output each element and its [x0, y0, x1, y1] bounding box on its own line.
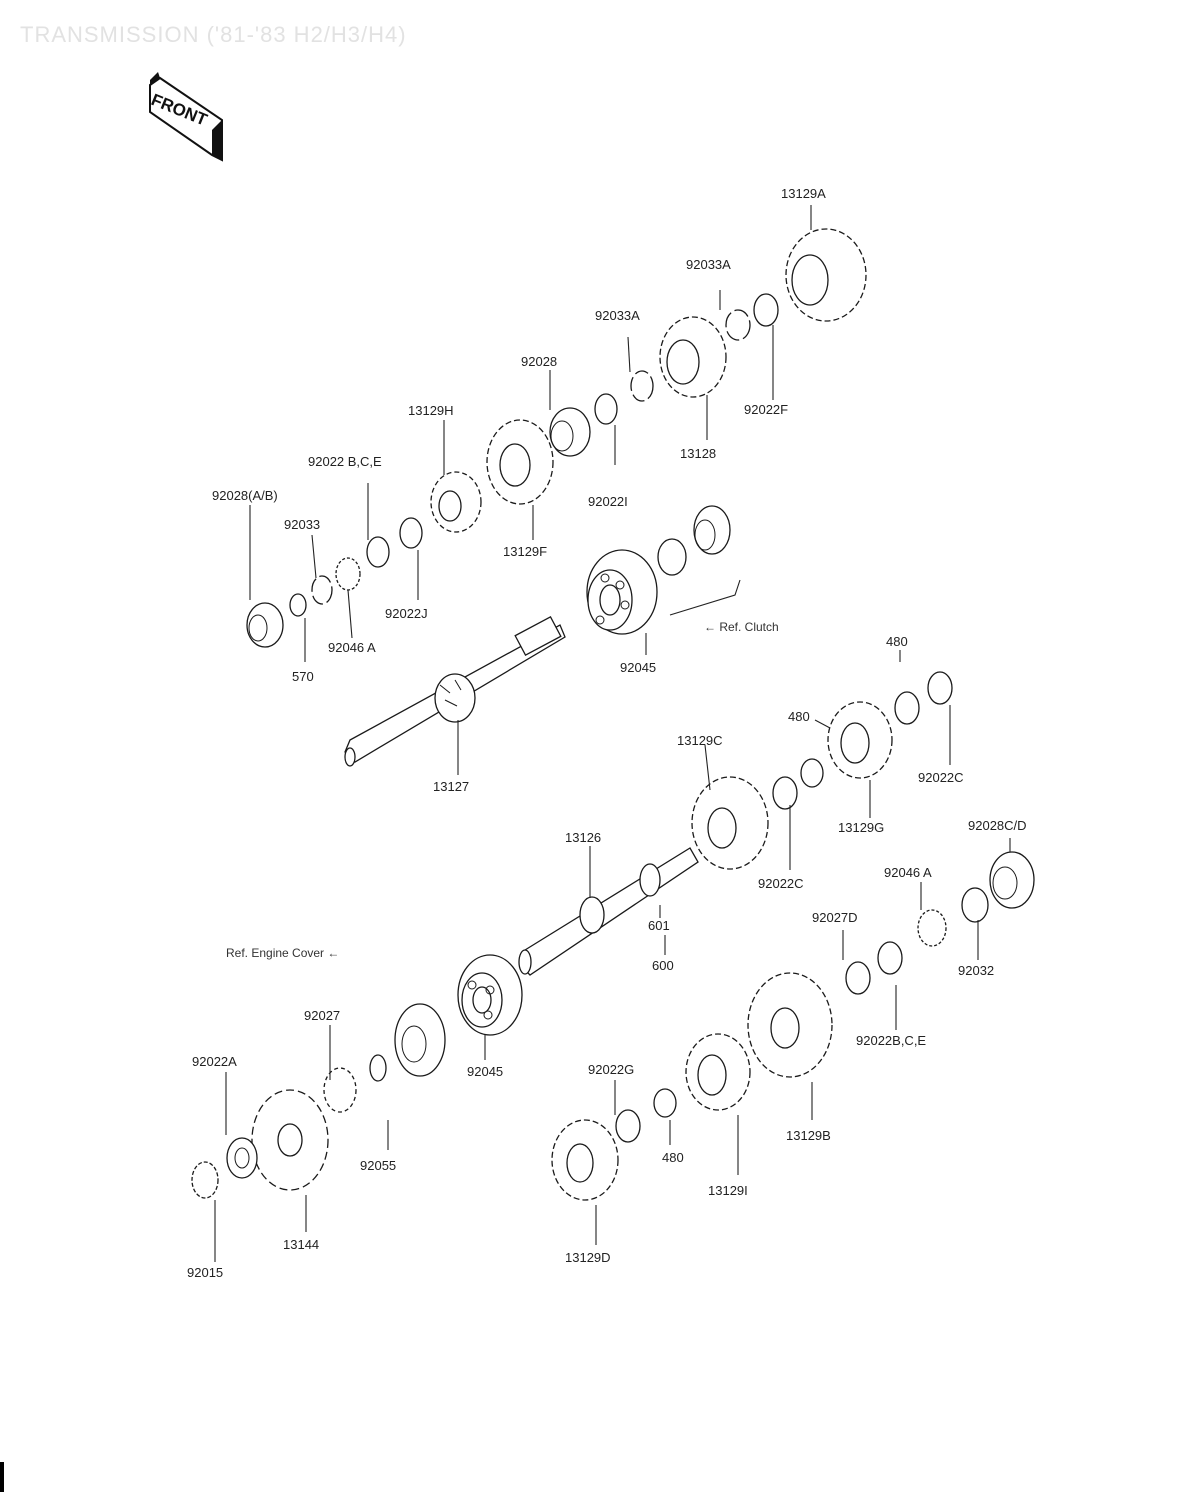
front-badge: FRONT [149, 72, 223, 162]
o-ring-92055 [369, 1054, 387, 1082]
label-13128: 13128 [680, 446, 716, 461]
part-labels: 13129A 92033A 92033A 92022F 13128 92028 … [187, 186, 1027, 1280]
clutch-reference-line [669, 579, 741, 616]
label-13129C: 13129C [677, 733, 723, 748]
label-13129G: 13129G [838, 820, 884, 835]
nut-92015 [191, 1161, 219, 1199]
circlip-92033A-b [630, 370, 654, 402]
drive-shaft-13127 [344, 616, 566, 767]
label-92028: 92028 [521, 354, 557, 369]
washer-92022C-a [772, 776, 798, 810]
circlip-92033 [311, 575, 333, 605]
collar-92032 [961, 887, 989, 923]
gear-13129D [551, 1119, 619, 1201]
circlip-92033A-a [725, 309, 751, 341]
gear-13129G [827, 701, 893, 779]
collar-92027 [323, 1067, 357, 1113]
label-13129F: 13129F [503, 544, 547, 559]
label-92022I: 92022I [588, 494, 628, 509]
label-13129H: 13129H [408, 403, 454, 418]
needle-bearing-92046A-upper [335, 557, 361, 591]
label-92055: 92055 [360, 1158, 396, 1173]
needle-bearing-92046A-lower [917, 909, 947, 947]
sprocket-13144 [251, 1089, 329, 1191]
bushing-92028 [549, 407, 591, 457]
washer-570 [289, 593, 307, 617]
washer-92022J [399, 517, 423, 549]
label-480-a: 480 [886, 634, 908, 649]
label-13127: 13127 [433, 779, 469, 794]
bearing-92045-upper [586, 505, 731, 635]
gear-13129A [785, 228, 867, 322]
label-92033A-b: 92033A [595, 308, 640, 323]
collar-92028CD [989, 851, 1035, 909]
label-92022BCE-lower: 92022B,C,E [856, 1033, 926, 1048]
label-92033A-a: 92033A [686, 257, 731, 272]
washer-92022I [594, 393, 618, 425]
label-601: 601 [648, 918, 670, 933]
label-92046A-upper: 92046 A [328, 640, 376, 655]
oil-seal [394, 1003, 446, 1077]
washer-92022F [753, 293, 779, 327]
label-92032: 92032 [958, 963, 994, 978]
label-13129A: 13129A [781, 186, 826, 201]
collar-92028AB [246, 602, 284, 648]
label-92022J: 92022J [385, 606, 428, 621]
gear-13129F [486, 419, 554, 505]
washer-480-b [894, 691, 920, 725]
washer-92022BCE [366, 536, 390, 568]
ref-clutch: ← Ref. Clutch [704, 620, 779, 634]
label-92022C-b: 92022C [758, 876, 804, 891]
label-92022G: 92022G [588, 1062, 634, 1077]
label-480-c: 480 [662, 1150, 684, 1165]
label-92045-upper: 92045 [620, 660, 656, 675]
gear-13129B [747, 972, 833, 1078]
label-92022BCE: 92022 B,C,E [308, 454, 382, 469]
washer-92022BCE-lower [877, 941, 903, 975]
leader-lines [214, 205, 1011, 1262]
label-13126: 13126 [565, 830, 601, 845]
label-92022A: 92022A [192, 1054, 237, 1069]
diagram-title: TRANSMISSION ('81-'83 H2/H3/H4) [20, 22, 407, 47]
output-shaft-13126 [518, 847, 699, 976]
label-480-b: 480 [788, 709, 810, 724]
washer-92022G [615, 1109, 641, 1143]
label-92028CD: 92028C/D [968, 818, 1027, 833]
label-13129B: 13129B [786, 1128, 831, 1143]
label-92015: 92015 [187, 1265, 223, 1280]
label-13129I: 13129I [708, 1183, 748, 1198]
label-13144: 13144 [283, 1237, 319, 1252]
ref-engine-cover: Ref. Engine Cover ← [226, 946, 339, 960]
washer-92027D [845, 961, 871, 995]
bearing-92045-lower [457, 954, 523, 1036]
gear-13129C-upper [691, 776, 769, 870]
label-600: 600 [652, 958, 674, 973]
washer-92022A [226, 1137, 258, 1179]
label-13129D: 13129D [565, 1250, 611, 1265]
label-92028AB: 92028(A/B) [212, 488, 278, 503]
gear-13129H [430, 471, 482, 533]
washer-92022C-b [927, 671, 953, 705]
label-92027: 92027 [304, 1008, 340, 1023]
label-92022C-a: 92022C [918, 770, 964, 785]
label-92022F: 92022F [744, 402, 788, 417]
scan-edge-mark [0, 1462, 4, 1492]
label-570: 570 [292, 669, 314, 684]
label-92045-lower: 92045 [467, 1064, 503, 1079]
washer-480-a [800, 758, 824, 788]
label-92027D: 92027D [812, 910, 858, 925]
gear-13129I [685, 1033, 751, 1111]
gear-13128 [659, 316, 727, 398]
label-92046A-lower: 92046 A [884, 865, 932, 880]
label-92033: 92033 [284, 517, 320, 532]
washer-480-c [653, 1088, 677, 1118]
